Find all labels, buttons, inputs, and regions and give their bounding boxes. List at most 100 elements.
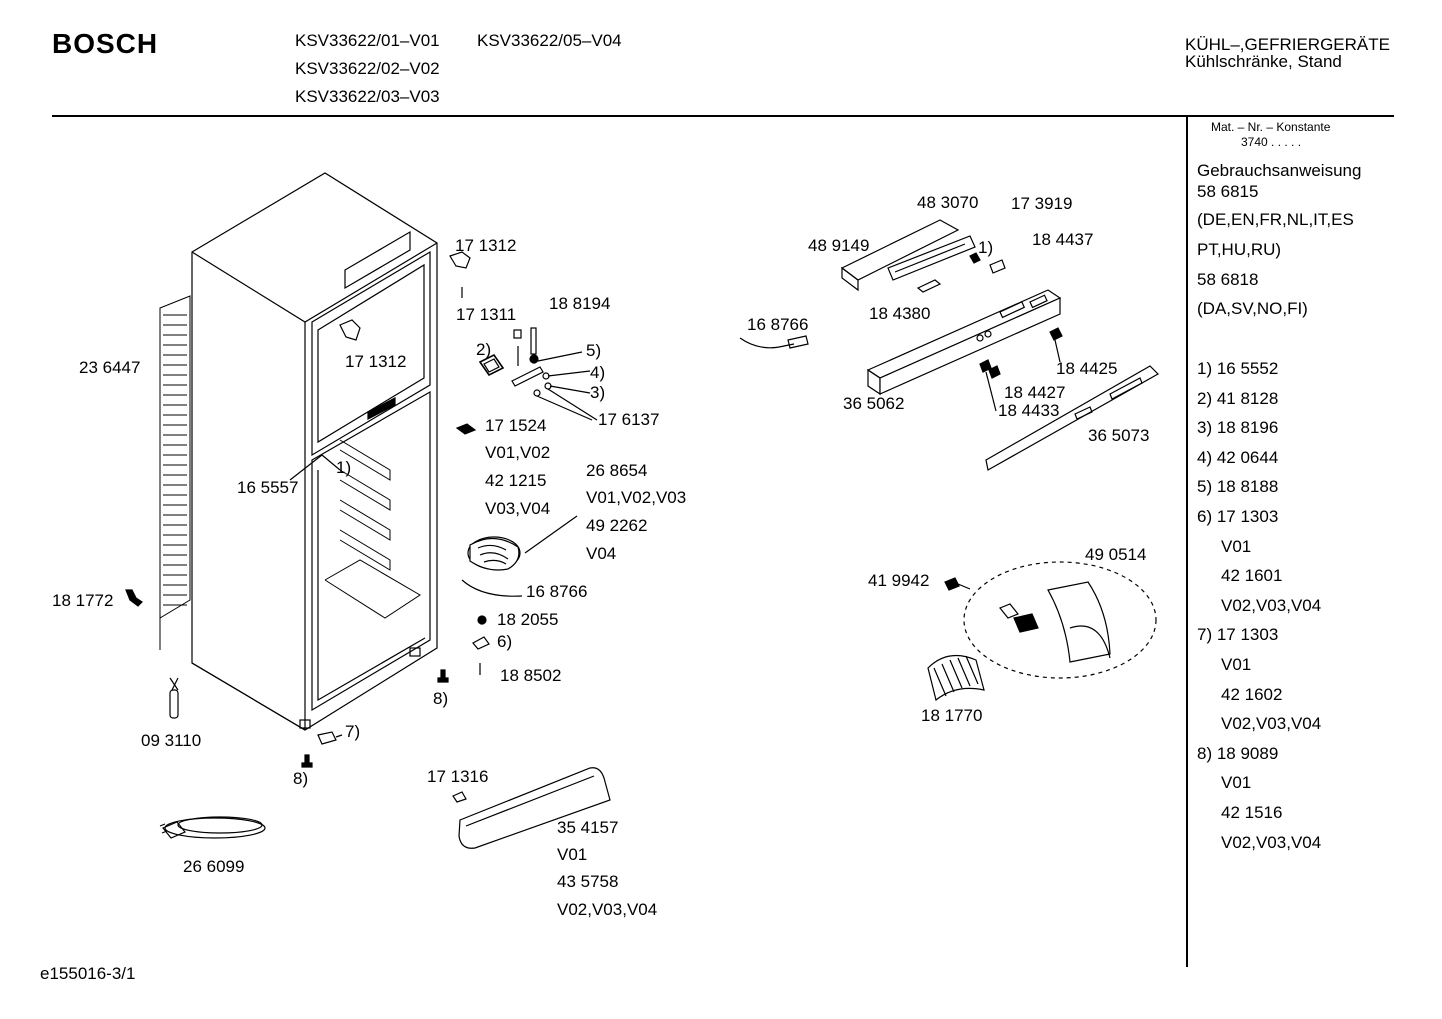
part-label: 18 4427 (1004, 383, 1066, 402)
footnote-item: 1) 16 5552 (1197, 359, 1279, 378)
part-label: 36 5062 (843, 394, 905, 413)
footnote-ref: 6) (497, 632, 513, 651)
part-label: 16 8766 (747, 315, 809, 334)
footnote-item: 42 1516 (1221, 803, 1283, 822)
model-number: KSV33622/05–V04 (477, 31, 622, 50)
manual-languages: (DE,EN,FR,NL,IT,ES (1197, 210, 1354, 229)
screw-part (437, 669, 449, 683)
footnote-ref: 2) (476, 340, 492, 359)
footnote-ref: 1) (978, 238, 994, 257)
part-label: 09 3110 (141, 731, 202, 750)
lamp-assembly-drawing (927, 561, 1157, 702)
footnote-ref: 4) (590, 363, 606, 382)
footnote-ref: 7) (345, 722, 361, 741)
part-label: 48 9149 (808, 236, 870, 255)
category-title: KÜHL–,GEFRIERGERÄTE (1185, 35, 1390, 54)
sidebar-divider (1186, 117, 1188, 967)
drawing-code: e155016-3/1 (40, 964, 136, 983)
control-panel-drawing (739, 219, 1159, 471)
part-label: 23 6447 (79, 358, 141, 377)
part-label: 16 5557 (237, 478, 299, 497)
part-label: 43 5758 (557, 872, 619, 891)
part-label: 41 9942 (868, 571, 930, 590)
variant-label: V01,V02,V03 (586, 488, 687, 507)
clip-part (455, 423, 477, 435)
footnote-item: 42 1601 (1221, 566, 1283, 585)
part-label: 16 8766 (526, 582, 588, 601)
footnote-item: 6) 17 1303 (1197, 507, 1279, 526)
cable-part (461, 579, 523, 597)
footnote-item: 4) 42 0644 (1197, 448, 1279, 467)
mat-nr-label: Mat. – Nr. – Konstante (1211, 120, 1331, 134)
part-label: 17 1316 (427, 767, 489, 786)
footnote-item: 42 1602 (1221, 685, 1283, 704)
variant-label: V03,V04 (485, 499, 551, 518)
variant-label: V04 (586, 544, 617, 563)
brand-logo: BOSCH (52, 28, 159, 59)
clip-part (317, 731, 337, 745)
variant-label: V01,V02 (485, 443, 551, 462)
model-number: KSV33622/01–V01 (295, 31, 440, 50)
footnote-item: V01 (1221, 537, 1252, 556)
part-label: 18 4380 (869, 304, 931, 323)
part-label: 18 4425 (1056, 359, 1118, 378)
part-label: 17 1524 (485, 416, 547, 435)
power-cord-drawing (159, 816, 266, 839)
footnote-item: 8) 18 9089 (1197, 744, 1279, 763)
part-label: 17 3919 (1011, 194, 1073, 213)
part-label: 18 4437 (1032, 230, 1094, 249)
part-label: 18 8502 (500, 666, 562, 685)
kick-plate-drawing (458, 767, 611, 849)
part-label: 17 1311 (456, 305, 517, 324)
fridge-cabinet-drawing (191, 172, 438, 731)
variant-label: V01 (557, 845, 588, 864)
part-label: 35 4157 (557, 818, 619, 837)
footnote-item: V01 (1221, 773, 1252, 792)
mat-nr-value: 3740 . . . . . (1241, 135, 1302, 149)
part-label: 48 3070 (917, 193, 979, 212)
footnote-ref: 8) (433, 689, 449, 708)
footnote-ref: 3) (590, 383, 606, 402)
part-label: 42 1215 (485, 471, 547, 490)
part-label: 36 5073 (1088, 426, 1150, 445)
part-label: 17 1312 (455, 236, 517, 255)
footnote-item: V02,V03,V04 (1221, 714, 1322, 733)
screw-part (301, 754, 313, 768)
footnote-item: V02,V03,V04 (1221, 833, 1322, 852)
part-label: 26 8654 (586, 461, 648, 480)
manual-languages: PT,HU,RU) (1197, 240, 1282, 259)
footnote-item: V02,V03,V04 (1221, 596, 1322, 615)
variant-label: V02,V03,V04 (557, 900, 658, 919)
footnote-ref: 5) (586, 341, 602, 360)
door-hinge-group (478, 327, 598, 421)
condenser-coil-drawing (159, 295, 191, 650)
manual-title: Gebrauchsanweisung (1197, 161, 1362, 180)
part-label: 26 6099 (183, 857, 245, 876)
fan-drawing (467, 515, 578, 571)
header-rule (52, 115, 1394, 117)
bracket-part (125, 589, 143, 607)
part-label: 49 0514 (1085, 545, 1147, 564)
part-label: 18 1770 (921, 706, 983, 725)
part-label: 18 4433 (998, 401, 1060, 420)
model-number: KSV33622/03–V03 (295, 87, 440, 106)
manual-languages: (DA,SV,NO,FI) (1197, 299, 1308, 318)
footnote-item: 7) 17 1303 (1197, 625, 1279, 644)
part-label: 17 6137 (598, 410, 660, 429)
manual-number: 58 6818 (1197, 270, 1259, 289)
manual-number: 58 6815 (1197, 182, 1259, 201)
category-subtitle: Kühlschränke, Stand (1185, 52, 1342, 71)
footnote-item: 2) 41 8128 (1197, 389, 1279, 408)
part-label: 18 2055 (497, 610, 559, 629)
part-label: 18 1772 (52, 591, 114, 610)
part-label: 17 1312 (345, 352, 407, 371)
footnote-item: 5) 18 8188 (1197, 477, 1279, 496)
footnote-ref: 1) (336, 458, 352, 477)
model-number: KSV33622/02–V02 (295, 59, 440, 78)
part-label: 49 2262 (586, 516, 648, 535)
footnote-item: V01 (1221, 655, 1252, 674)
part-label: 18 8194 (549, 294, 611, 313)
footnote-item: 3) 18 8196 (1197, 418, 1279, 437)
footnote-ref: 8) (293, 769, 309, 788)
